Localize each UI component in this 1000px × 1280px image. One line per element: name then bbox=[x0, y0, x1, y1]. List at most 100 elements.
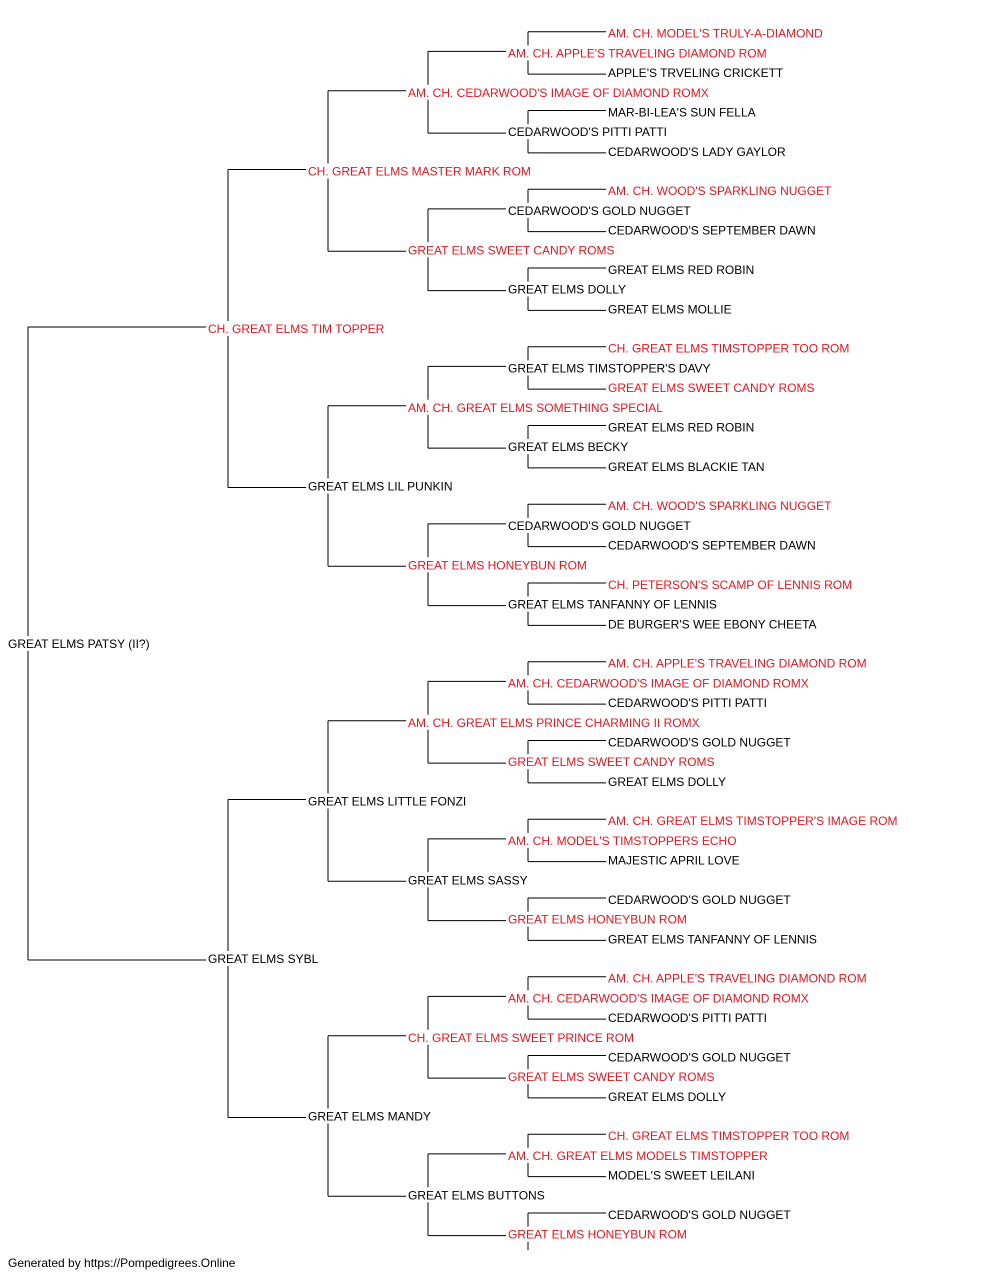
g3-ancestor-name: GREAT ELMS DOLLY bbox=[508, 283, 626, 297]
g3-ancestor-name: GREAT ELMS BECKY bbox=[508, 440, 628, 454]
g4-ancestor-name: AM. CH. WOOD'S SPARKLING NUGGET bbox=[608, 499, 832, 513]
g4-ancestor-name: GREAT ELMS RED ROBIN bbox=[608, 420, 754, 434]
name-backdrop bbox=[506, 45, 786, 61]
name-backdrop bbox=[506, 439, 631, 455]
name-backdrop bbox=[606, 301, 738, 317]
g4-ancestor-name: AM. CH. MODEL'S TRULY-A-DIAMOND bbox=[608, 27, 823, 41]
g4-ancestor-name: GREAT ELMS DOLLY bbox=[608, 1090, 726, 1104]
name-backdrop bbox=[506, 124, 683, 140]
g3-ancestor-name: AM. CH. CEDARWOOD'S IMAGE OF DIAMOND ROM… bbox=[508, 676, 809, 690]
name-backdrop bbox=[306, 478, 468, 494]
name-backdrop bbox=[606, 143, 783, 159]
name-backdrop bbox=[306, 1108, 431, 1124]
g3-ancestor-name: CEDARWOOD'S GOLD NUGGET bbox=[508, 519, 691, 533]
name-backdrop bbox=[606, 183, 842, 199]
g4-ancestor-name: CEDARWOOD'S SEPTEMBER DAWN bbox=[608, 224, 816, 238]
g3-ancestor-name: GREAT ELMS HONEYBUN ROM bbox=[508, 1228, 687, 1242]
g4-ancestor-name: AM. CH. GREAT ELMS TIMSTOPPER'S IMAGE RO… bbox=[608, 814, 897, 828]
name-backdrop bbox=[406, 242, 612, 258]
g3-ancestor-name: CEDARWOOD'S PITTI PATTI bbox=[508, 125, 667, 139]
g3-ancestor-name: AM. CH. APPLE'S TRAVELING DIAMOND ROM bbox=[508, 46, 767, 60]
g4-ancestor-name: DE BURGER'S WEE EBONY CHEETA bbox=[608, 617, 817, 631]
name-backdrop bbox=[606, 891, 783, 907]
name-backdrop bbox=[606, 813, 916, 829]
name-backdrop bbox=[606, 340, 857, 356]
subject-name: GREAT ELMS PATSY (II?) bbox=[8, 637, 150, 651]
grandparent-name: GREAT ELMS LIL PUNKIN bbox=[308, 480, 453, 494]
great-grandparent-name: GREAT ELMS HONEYBUN ROM bbox=[408, 558, 587, 572]
name-backdrop bbox=[606, 419, 760, 435]
name-backdrop bbox=[606, 1128, 857, 1144]
name-backdrop bbox=[506, 832, 749, 848]
g4-ancestor-name: GREAT ELMS RED ROBIN bbox=[608, 263, 754, 277]
name-backdrop bbox=[606, 1206, 783, 1222]
g4-ancestor-name: CEDARWOOD'S GOLD NUGGET bbox=[608, 735, 791, 749]
name-backdrop bbox=[506, 1069, 712, 1085]
great-grandparent-name: GREAT ELMS SWEET CANDY ROMS bbox=[408, 243, 614, 257]
g3-ancestor-name: AM. CH. MODEL'S TIMSTOPPERS ECHO bbox=[508, 834, 737, 848]
name-backdrop bbox=[506, 517, 683, 533]
g4-ancestor-name: GREAT ELMS MOLLIE bbox=[608, 302, 732, 316]
name-backdrop bbox=[406, 1029, 642, 1045]
g4-ancestor-name: CH. GREAT ELMS TIMSTOPPER TOO ROM bbox=[608, 342, 849, 356]
name-backdrop bbox=[506, 281, 631, 297]
g4-ancestor-name: GREAT ELMS BLACKIE TAN bbox=[608, 460, 765, 474]
name-backdrop bbox=[606, 222, 805, 238]
g4-ancestor-name: AM. CH. APPLE'S TRAVELING DIAMOND ROM bbox=[608, 972, 867, 986]
name-backdrop bbox=[606, 498, 842, 514]
g4-ancestor-name: CH. GREAT ELMS TIMSTOPPER TOO ROM bbox=[608, 1129, 849, 1143]
g4-ancestor-name: GREAT ELMS TANFANNY OF LENNIS bbox=[608, 1247, 817, 1250]
name-backdrop bbox=[606, 970, 886, 986]
name-backdrop bbox=[606, 380, 812, 396]
g4-ancestor-name: AM. CH. APPLE'S TRAVELING DIAMOND ROM bbox=[608, 657, 867, 671]
name-backdrop bbox=[506, 990, 816, 1006]
great-grandparent-name: GREAT ELMS SASSY bbox=[408, 873, 528, 887]
name-backdrop bbox=[506, 911, 683, 927]
name-backdrop bbox=[606, 261, 760, 277]
name-backdrop bbox=[506, 360, 720, 376]
g4-ancestor-name: CEDARWOOD'S PITTI PATTI bbox=[608, 1011, 767, 1025]
name-backdrop bbox=[506, 675, 816, 691]
name-backdrop bbox=[606, 616, 820, 632]
grandparent-name: GREAT ELMS LITTLE FONZI bbox=[308, 795, 466, 809]
name-backdrop bbox=[506, 1226, 683, 1242]
g3-ancestor-name: GREAT ELMS TIMSTOPPER'S DAVY bbox=[508, 361, 711, 375]
g3-ancestor-name: GREAT ELMS SWEET CANDY ROMS bbox=[508, 1070, 714, 1084]
g4-ancestor-name: AM. CH. WOOD'S SPARKLING NUGGET bbox=[608, 184, 832, 198]
g4-ancestor-name: CEDARWOOD'S GOLD NUGGET bbox=[608, 1050, 791, 1064]
great-grandparent-name: AM. CH. GREAT ELMS SOMETHING SPECIAL bbox=[408, 401, 663, 415]
name-backdrop bbox=[606, 931, 827, 947]
g4-ancestor-name: MAR-BI-LEA'S SUN FELLA bbox=[608, 105, 756, 119]
g4-ancestor-name: MODEL'S SWEET LEILANI bbox=[608, 1169, 755, 1183]
name-backdrop bbox=[506, 754, 712, 770]
g3-ancestor-name: AM. CH. CEDARWOOD'S IMAGE OF DIAMOND ROM… bbox=[508, 991, 809, 1005]
g4-ancestor-name: CEDARWOOD'S GOLD NUGGET bbox=[608, 1208, 791, 1222]
name-backdrop bbox=[606, 576, 864, 592]
parent-name: CH. GREAT ELMS TIM TOPPER bbox=[208, 322, 385, 336]
name-backdrop bbox=[406, 714, 723, 730]
g4-ancestor-name: GREAT ELMS SWEET CANDY ROMS bbox=[608, 381, 814, 395]
name-backdrop bbox=[606, 537, 805, 553]
g4-ancestor-name: GREAT ELMS TANFANNY OF LENNIS bbox=[608, 932, 817, 946]
name-backdrop bbox=[606, 655, 886, 671]
grandparent-name: GREAT ELMS MANDY bbox=[308, 1110, 431, 1124]
g3-ancestor-name: GREAT ELMS SWEET CANDY ROMS bbox=[508, 755, 714, 769]
name-backdrop bbox=[206, 321, 397, 336]
name-backdrop bbox=[606, 104, 775, 120]
parent-name: GREAT ELMS SYBL bbox=[208, 952, 319, 966]
g4-ancestor-name: CEDARWOOD'S SEPTEMBER DAWN bbox=[608, 539, 816, 553]
name-backdrop bbox=[6, 636, 175, 651]
name-backdrop bbox=[406, 399, 679, 415]
g4-ancestor-name: MAJESTIC APRIL LOVE bbox=[608, 854, 740, 868]
name-backdrop bbox=[606, 458, 775, 474]
g4-ancestor-name: GREAT ELMS DOLLY bbox=[608, 775, 726, 789]
name-backdrop bbox=[606, 25, 842, 41]
g4-ancestor-name: CEDARWOOD'S PITTI PATTI bbox=[608, 696, 767, 710]
g3-ancestor-name: GREAT ELMS HONEYBUN ROM bbox=[508, 913, 687, 927]
name-backdrop bbox=[606, 1010, 783, 1026]
name-backdrop bbox=[506, 596, 727, 612]
name-backdrop bbox=[606, 773, 731, 789]
name-backdrop bbox=[406, 872, 531, 888]
g3-ancestor-name: GREAT ELMS TANFANNY OF LENNIS bbox=[508, 598, 717, 612]
